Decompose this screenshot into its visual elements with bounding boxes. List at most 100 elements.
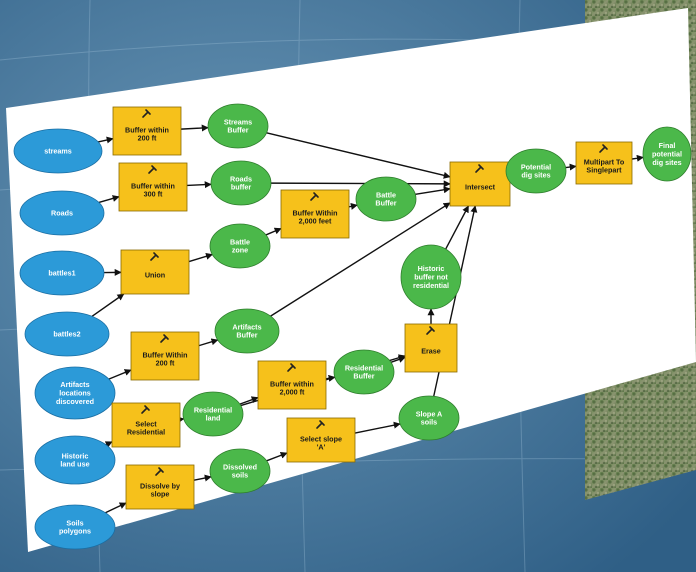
node-n-battles1[interactable]: battles1 <box>19 250 105 296</box>
output-ellipse <box>505 148 567 194</box>
node-label-line: Intersect <box>465 183 496 192</box>
node-n-roads[interactable]: Roads <box>19 190 105 236</box>
output-ellipse <box>400 244 462 310</box>
output-ellipse <box>210 160 272 206</box>
edge-t-union-to-o-battlezone <box>188 252 213 263</box>
tool-box <box>125 464 195 510</box>
edge-n-streams-to-t-buf200 <box>97 136 114 144</box>
tool-box <box>118 162 188 212</box>
node-label-line: 300 ft <box>144 190 163 199</box>
node-label-line: 2,000 feet <box>299 217 332 226</box>
node-t-erase[interactable]: Erase <box>404 323 458 373</box>
edge-t-multipart-to-o-final <box>631 154 644 162</box>
node-label: streams <box>44 147 72 156</box>
input-ellipse <box>19 190 105 236</box>
node-label: Roads <box>51 209 73 218</box>
edge-n-landuse-to-t-selres <box>104 441 113 448</box>
input-ellipse <box>24 311 110 357</box>
node-label-line: Battle <box>230 237 250 246</box>
output-ellipse <box>642 126 692 182</box>
node-label-line: soils <box>232 471 248 480</box>
tool-box <box>404 323 458 373</box>
tool-box <box>130 331 200 381</box>
edge-t-bufA-to-o-artbuf <box>198 338 219 347</box>
node-label-line: Buffer within <box>270 379 314 388</box>
node-label-line: Artifacts <box>232 322 261 331</box>
node-label: Erase <box>421 347 441 356</box>
edge-o-artbuf-to-t-intersect <box>270 202 451 317</box>
node-label-line: Historic <box>62 451 89 460</box>
node-n-streams[interactable]: streams <box>13 128 103 174</box>
hammer-icon <box>310 192 319 201</box>
node-t-selslope[interactable]: Select slope'A' <box>286 417 356 463</box>
node-label: battles1 <box>48 269 75 278</box>
node-label-line: Soils <box>66 518 83 527</box>
output-ellipse <box>398 395 460 441</box>
node-label-line: land use <box>60 460 89 469</box>
node-t-intersect[interactable]: Intersect <box>449 161 511 207</box>
node-label-line: Potential <box>521 162 551 171</box>
node-label: battles2 <box>53 330 80 339</box>
edge-n-battles2-to-t-union <box>91 293 125 317</box>
edge-o-histbuf-to-t-intersect <box>445 205 470 250</box>
edge-o-roadsbuf-to-t-intersect <box>270 180 451 188</box>
output-ellipse <box>207 103 269 149</box>
node-label-line: Buffer within <box>125 125 169 134</box>
node-label: Union <box>145 271 165 280</box>
tool-box <box>280 189 350 239</box>
node-label-line: Dissolved <box>223 462 257 471</box>
hammer-icon <box>160 334 169 343</box>
node-t-union[interactable]: Union <box>120 249 190 295</box>
input-ellipse <box>34 504 116 550</box>
hammer-icon <box>599 144 608 153</box>
hammer-icon <box>150 252 159 261</box>
edge-o-battlezone-to-t-buf2000b <box>265 227 282 236</box>
node-label-line: Residential <box>194 405 232 414</box>
node-label-line: Buffer Within <box>142 350 187 359</box>
input-ellipse <box>19 250 105 296</box>
tool-box <box>112 106 182 156</box>
output-ellipse <box>355 176 417 222</box>
hammer-icon <box>316 420 325 429</box>
node-n-battles2[interactable]: battles2 <box>24 311 110 357</box>
node-label-line: Roads <box>51 209 73 218</box>
node-label-line: streams <box>44 147 72 156</box>
tool-box <box>120 249 190 295</box>
node-label-line: Singlepart <box>586 166 622 175</box>
